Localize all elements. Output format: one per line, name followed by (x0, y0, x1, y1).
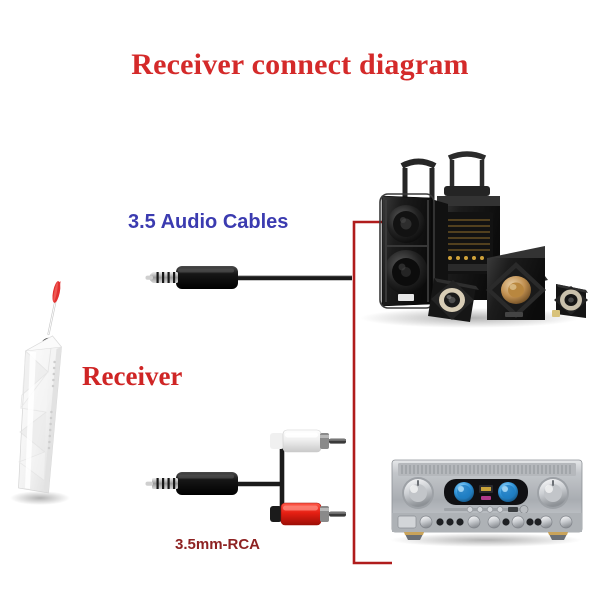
cable-rca-splitter (145, 429, 346, 526)
rca-connector-white (270, 429, 346, 453)
amplifier-knob-left (402, 477, 434, 509)
device-receiver (10, 281, 70, 505)
aux-plug-tip (145, 272, 178, 283)
amplifier-display (444, 479, 528, 505)
receiver-body (10, 335, 70, 505)
antenna-tip (52, 281, 61, 303)
amplifier-vents (398, 463, 576, 476)
receiver-vents (47, 360, 56, 450)
rca-connector-red (270, 502, 346, 526)
subwoofer-driver (486, 262, 546, 318)
page-title: Receiver connect diagram (131, 48, 469, 81)
speaker-satellite-right (552, 284, 588, 318)
cable-aux-3-5mm (145, 266, 352, 289)
speaker-trolley-rear (430, 151, 500, 300)
device-speaker-system (360, 151, 588, 328)
rca-aux-plug-tip (145, 478, 178, 489)
label-receiver: Receiver (82, 361, 183, 391)
label-rca-cable: 3.5mm-RCA (175, 536, 261, 553)
speaker-satellite-left (428, 278, 479, 322)
amplifier-bottom-controls (392, 513, 582, 532)
label-audio-cables: 3.5 Audio Cables (128, 211, 289, 233)
amplifier-mid-controls (444, 505, 529, 514)
speaker-subwoofer (486, 246, 548, 320)
device-amplifier (390, 459, 583, 547)
speaker-trolley-main (379, 158, 448, 309)
amplifier-knob-right (537, 477, 569, 509)
connector-line-red (352, 220, 392, 565)
